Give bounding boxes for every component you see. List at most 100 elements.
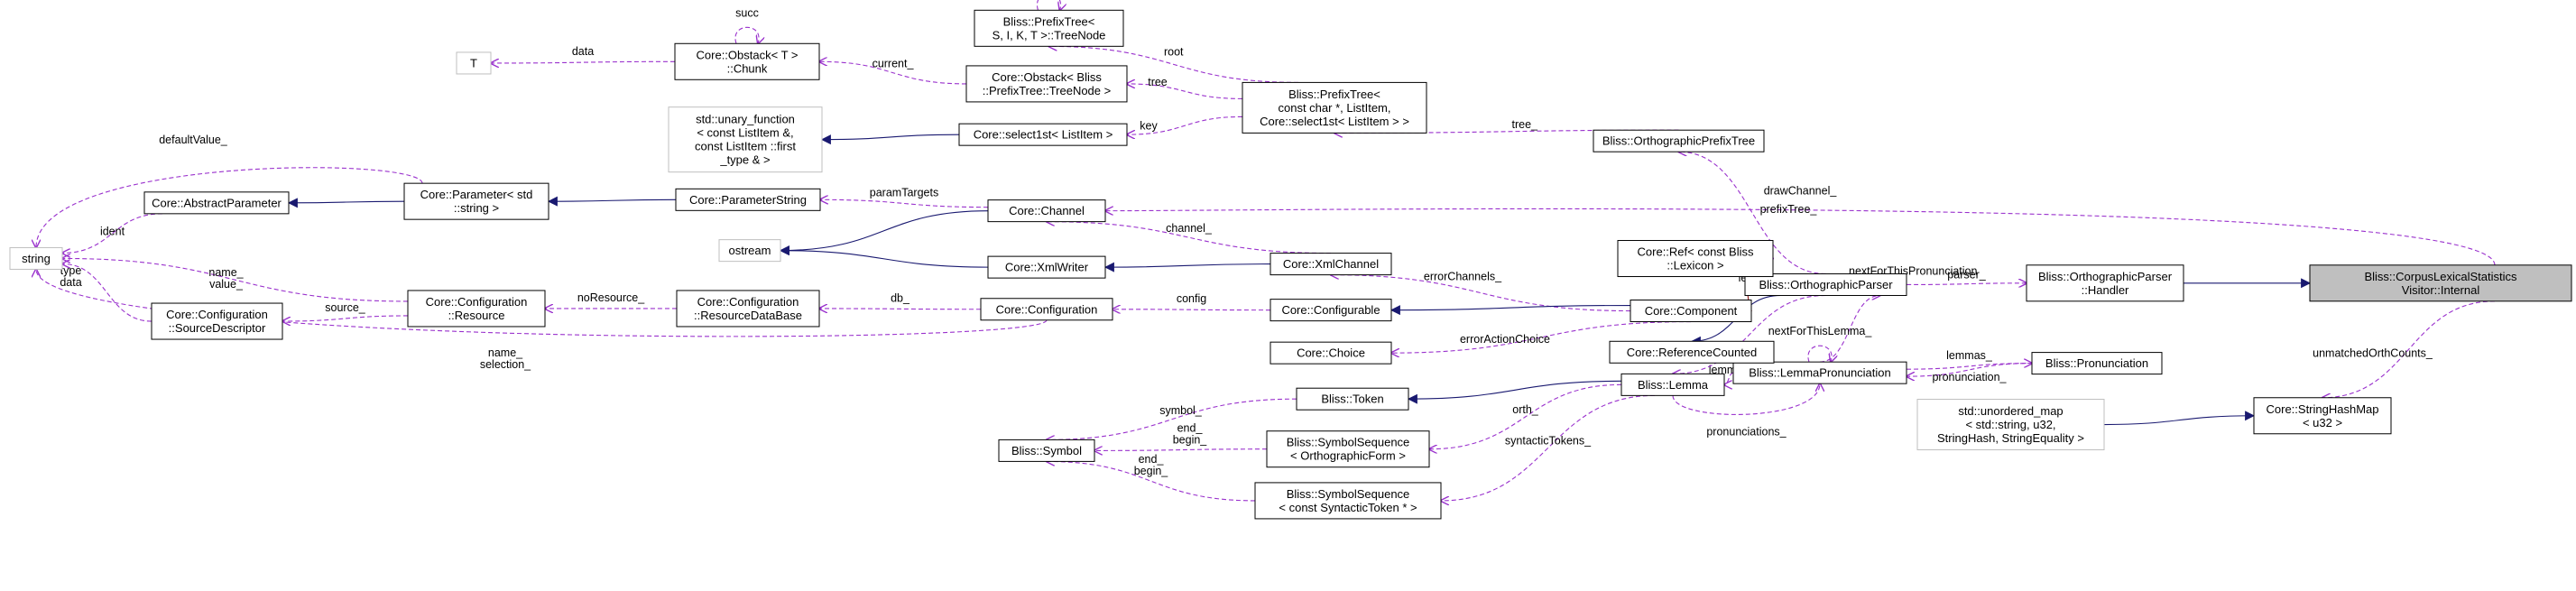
node-xml-channel[interactable]: Core::XmlChannel — [1270, 253, 1392, 276]
node-ref-counted[interactable]: Core::ReferenceCounted — [1609, 340, 1775, 364]
edge-ostream-channel — [779, 210, 989, 256]
node-box — [1296, 387, 1409, 411]
node-label: Core::Configurable — [1281, 303, 1380, 317]
edge-line — [1331, 275, 1631, 312]
node-orth-parser[interactable]: Bliss::OrthographicParser — [1744, 272, 1907, 296]
edge-xml-channel-component: errorChannels_ — [1331, 271, 1631, 312]
node-label: ::Lexicon > — [1667, 259, 1723, 272]
edge-line — [1113, 309, 1271, 310]
node-resource[interactable]: Core::Configuration::Resource — [407, 290, 546, 328]
edge-resource-resource-db: noResource_ — [545, 291, 677, 309]
edge-line — [1105, 208, 2496, 265]
node-obstack-chunk[interactable]: Core::Obstack< T >::Chunk — [674, 42, 820, 80]
node-parameter[interactable]: Core::Parameter< std::string > — [403, 182, 549, 220]
node-box — [987, 255, 1106, 279]
edge-line — [819, 61, 967, 85]
node-box — [143, 191, 290, 215]
node-box — [1242, 81, 1427, 134]
node-label: ::ResourceDataBase — [694, 309, 802, 322]
node-select1st[interactable]: Core::select1st< ListItem > — [958, 123, 1128, 146]
edge-string-abstract-parameter: ident — [62, 213, 163, 254]
node-handler[interactable]: Bliss::OrthographicParser::Handler — [2026, 264, 2184, 302]
node-source-descriptor[interactable]: Core::Configuration::SourceDescriptor — [151, 302, 283, 340]
edge-line — [1672, 383, 1820, 415]
node-label: std::unordered_map — [1958, 404, 2063, 418]
node-seq-orth[interactable]: Bliss::SymbolSequence< OrthographicForm … — [1266, 430, 1430, 468]
node-token[interactable]: Bliss::Token — [1296, 387, 1409, 411]
node-box — [151, 302, 283, 340]
node-lemma[interactable]: Bliss::Lemma — [1620, 373, 1725, 396]
edge-line — [1407, 380, 1622, 404]
edge-lemma-pron-self: nextForThisLemma_ — [1768, 325, 1872, 362]
node-configurable[interactable]: Core::Configurable — [1270, 299, 1392, 322]
edge-line — [734, 26, 759, 43]
node-label: std::unary_function — [696, 113, 795, 126]
edge-label: paramTargets — [870, 186, 938, 199]
edge-line — [1036, 0, 1060, 10]
edge-line — [1724, 372, 1734, 384]
node-box — [958, 123, 1128, 146]
edge-label: name_selection_ — [480, 346, 531, 371]
node-seq-synt[interactable]: Bliss::SymbolSequence< const SyntacticTo… — [1254, 482, 1442, 520]
edge-channel-xml-channel: channel_ — [1047, 222, 1332, 254]
edge-label: config — [1177, 292, 1206, 305]
node-xml-writer[interactable]: Core::XmlWriter — [987, 255, 1106, 279]
edge-line — [1429, 383, 1622, 448]
node-label: Core::Obstack< T > — [697, 48, 799, 61]
node-label: const ListItem ::first — [695, 140, 796, 153]
edge-configurable-component — [1390, 304, 1631, 316]
edge-source-descriptor-resource: source_ — [282, 301, 409, 321]
node-box — [407, 290, 546, 328]
node-string-hash-map[interactable]: Core::StringHashMap< u32 > — [2253, 397, 2392, 435]
edge-symbol-token: symbol_ — [1047, 398, 1297, 439]
node-lemma-pron[interactable]: Bliss::LemmaPronunciation — [1732, 361, 1907, 384]
edge-xml-writer-xml-channel — [1103, 262, 1271, 272]
node-label: Core::Configuration — [426, 295, 528, 309]
node-choice[interactable]: Core::Choice — [1270, 341, 1392, 365]
edge-label: current_ — [873, 58, 915, 70]
node-label: ::Resource — [448, 309, 505, 322]
edge-line — [1103, 262, 1271, 272]
node-abstract-parameter[interactable]: Core::AbstractParameter — [143, 191, 290, 215]
node-prefix-tree-char[interactable]: Bliss::PrefixTree<const char *, ListItem… — [1242, 81, 1427, 134]
node-obstack-treenode[interactable]: Core::Obstack< Bliss::PrefixTree::TreeNo… — [965, 65, 1128, 103]
edge-line — [1047, 398, 1297, 439]
edge-string-configuration: name_selection_ — [36, 269, 1048, 371]
node-symbol[interactable]: Bliss::Symbol — [998, 439, 1095, 462]
node-pronunciation[interactable]: Bliss::Pronunciation — [2031, 352, 2163, 375]
node-parameter-string[interactable]: Core::ParameterString — [675, 188, 821, 211]
edge-line — [1127, 115, 1243, 134]
edge-layer: unmatchedOrthCounts_drawChannel_parser_p… — [36, 0, 2496, 501]
node-ref-lexicon[interactable]: Core::Ref< const Bliss::Lexicon > — [1617, 240, 1774, 278]
edge-line — [491, 61, 676, 63]
node-label: Core::AbstractParameter — [152, 196, 282, 209]
edge-obstack-treenode-prefix-tree-char: tree — [1127, 76, 1243, 99]
node-label: const char *, ListItem, — [1279, 101, 1391, 115]
edge-seq-orth-lemma: orth_ — [1429, 383, 1622, 448]
node-box — [1254, 482, 1442, 520]
node-orth-prefix-tree[interactable]: Bliss::OrthographicPrefixTree — [1593, 129, 1765, 152]
node-resource-db[interactable]: Core::Configuration::ResourceDataBase — [676, 290, 820, 328]
node-label: Bliss::Symbol — [1011, 444, 1082, 457]
edge-label: db_ — [891, 291, 910, 304]
node-box — [1593, 129, 1765, 152]
edge-line — [1441, 394, 1656, 501]
node-box — [974, 9, 1124, 47]
edge-line — [1679, 152, 1826, 275]
node-configuration[interactable]: Core::Configuration — [980, 298, 1113, 321]
edge-label: channel_ — [1166, 222, 1213, 235]
node-label: ::PrefixTree::TreeNode > — [983, 84, 1111, 97]
node-box — [1620, 373, 1725, 396]
node-label: Bliss::SymbolSequence — [1287, 487, 1410, 501]
node-component[interactable]: Core::Component — [1630, 300, 1752, 323]
node-label: Core::Channel — [1009, 204, 1085, 217]
node-label: Core::ParameterString — [689, 193, 807, 207]
node-box — [1732, 361, 1907, 384]
node-label: Core::select1st< ListItem > > — [1260, 115, 1409, 128]
node-channel[interactable]: Core::Channel — [987, 199, 1106, 223]
edge-line — [2103, 411, 2256, 426]
node-internal[interactable]: Bliss::CorpusLexicalStatisticsVisitor::I… — [2309, 264, 2572, 302]
node-label: _type & > — [719, 153, 770, 167]
node-label: string — [22, 252, 51, 265]
node-prefix-tree-tpl[interactable]: Bliss::PrefixTree<S, I, K, T >::TreeNode — [974, 9, 1124, 47]
